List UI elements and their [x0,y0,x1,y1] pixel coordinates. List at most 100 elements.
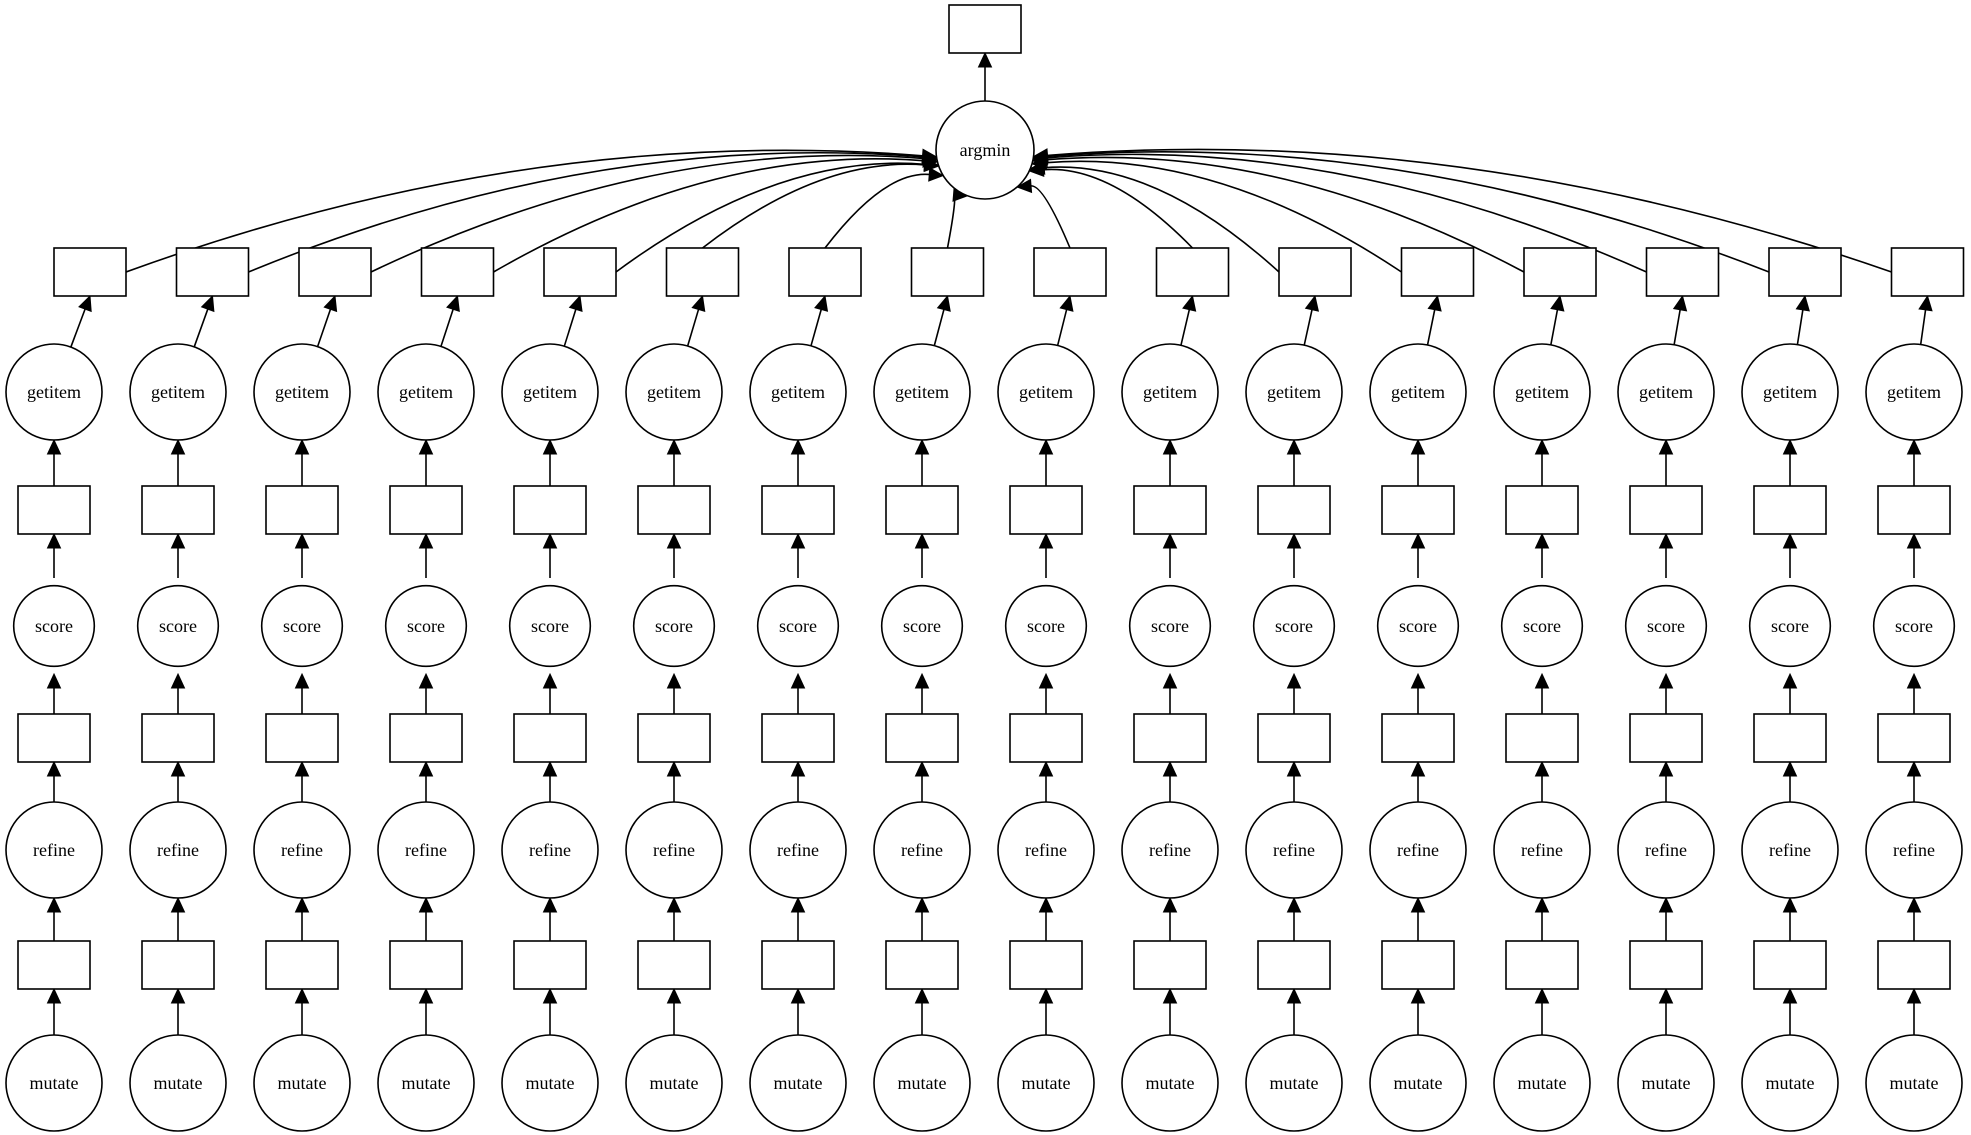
edge-data-to-argmin-8 [946,187,969,249]
getitem-node-4-label: getitem [399,382,453,402]
mutate-node-12-label: mutate [1394,1073,1443,1093]
edge-data-to-getitem-12 [1410,438,1426,486]
mutate-node-11-label: mutate [1270,1073,1319,1093]
edge-score-to-data-2 [170,532,186,578]
score-node-15-label: score [1771,616,1809,636]
edge-mutate-to-data-1 [46,987,62,1035]
edge-data-to-refine-15 [1782,896,1798,941]
edge-data-to-refine-13 [1534,896,1550,941]
data-node-after-mutate-12 [1381,940,1455,990]
score-node-7: score [756,584,840,668]
data-node-after-getitem-15 [1768,247,1842,297]
edge-data-to-score-12 [1410,672,1426,714]
edge-getitem-to-data-1 [70,294,92,348]
mutate-node-4: mutate [377,1034,475,1132]
edge-refine-to-data-10 [1162,760,1178,802]
edge-data-to-score-1 [46,672,62,714]
refine-node-8: refine [873,801,971,899]
edge-getitem-to-data-11 [1303,294,1320,346]
edge-data-to-score-6 [666,672,682,714]
edge-data-to-score-4 [418,672,434,714]
mutate-node-10: mutate [1121,1034,1219,1132]
data-node-after-refine-7 [761,713,835,763]
data-node-after-mutate-4 [389,940,463,990]
edge-data-to-getitem-5 [542,438,558,486]
edge-getitem-to-data-6 [686,294,706,347]
data-node-after-score-4 [389,485,463,535]
edge-score-to-data-12 [1410,532,1426,578]
refine-node-2: refine [129,801,227,899]
data-node-after-refine-16 [1877,713,1951,763]
edge-mutate-to-data-5 [542,987,558,1035]
refine-node-5: refine [501,801,599,899]
data-node-after-mutate-15 [1753,940,1827,990]
data-node-after-refine-8 [885,713,959,763]
data-node-after-score-15 [1753,485,1827,535]
score-node-13-label: score [1523,616,1561,636]
refine-node-1-label: refine [33,840,75,860]
refine-node-8-label: refine [901,840,943,860]
edge-data-to-score-3 [294,672,310,714]
refine-node-7: refine [749,801,847,899]
data-node-after-refine-12 [1381,713,1455,763]
mutate-node-16-label: mutate [1890,1073,1939,1093]
refine-node-10-label: refine [1149,840,1191,860]
score-node-9-label: score [1027,616,1065,636]
mutate-node-3-label: mutate [278,1073,327,1093]
edge-mutate-to-data-10 [1162,987,1178,1035]
getitem-node-15: getitem [1741,343,1839,441]
data-node-after-score-8 [885,485,959,535]
data-node-after-mutate-14 [1629,940,1703,990]
getitem-node-7: getitem [749,343,847,441]
edge-mutate-to-data-4 [418,987,434,1035]
getitem-node-9: getitem [997,343,1095,441]
data-node-after-getitem-16 [1890,247,1965,297]
refine-node-13-label: refine [1521,840,1563,860]
refine-node-12-label: refine [1397,840,1439,860]
edge-data-to-argmin-5 [615,156,940,273]
data-node-after-mutate-11 [1257,940,1331,990]
edge-getitem-to-data-13 [1550,294,1565,345]
edge-refine-to-data-15 [1782,760,1798,802]
data-node-after-getitem-14 [1645,247,1720,297]
edge-score-to-data-15 [1782,532,1798,578]
edge-data-to-score-7 [790,672,806,714]
refine-node-3: refine [253,801,351,899]
data-node-after-refine-6 [637,713,711,763]
edge-refine-to-data-13 [1534,760,1550,802]
mutate-node-8-label: mutate [898,1073,947,1093]
score-node-10: score [1128,584,1212,668]
edge-data-to-score-9 [1038,672,1054,714]
edge-getitem-to-data-8 [933,294,951,346]
edge-data-to-refine-5 [542,896,558,941]
refine-node-15-label: refine [1769,840,1811,860]
edge-data-to-score-11 [1286,672,1302,714]
data-node-after-mutate-5 [513,940,587,990]
mutate-node-6: mutate [625,1034,723,1132]
refine-node-11: refine [1245,801,1343,899]
mutate-node-14: mutate [1617,1034,1715,1132]
edge-score-to-data-9 [1038,532,1054,578]
mutate-node-6-label: mutate [650,1073,699,1093]
edge-refine-to-data-4 [418,760,434,802]
refine-node-12: refine [1369,801,1467,899]
data-node-after-getitem-2 [175,247,250,297]
data-node-after-refine-13 [1505,713,1579,763]
edge-score-to-data-13 [1534,532,1550,578]
edge-mutate-to-data-12 [1410,987,1426,1035]
edge-data-to-score-15 [1782,672,1798,714]
mutate-node-2-label: mutate [154,1073,203,1093]
mutate-node-5-label: mutate [526,1073,575,1093]
score-node-5-label: score [531,616,569,636]
edge-mutate-to-data-14 [1658,987,1674,1035]
refine-node-16-label: refine [1893,840,1935,860]
data-node-after-getitem-8 [910,247,985,297]
getitem-node-9-label: getitem [1019,382,1073,402]
edge-refine-to-data-16 [1906,760,1922,802]
edge-data-to-getitem-3 [294,438,310,486]
edge-data-to-getitem-9 [1038,438,1054,486]
edge-data-to-score-10 [1162,672,1178,714]
getitem-node-15-label: getitem [1763,382,1817,402]
refine-node-1: refine [5,801,103,899]
